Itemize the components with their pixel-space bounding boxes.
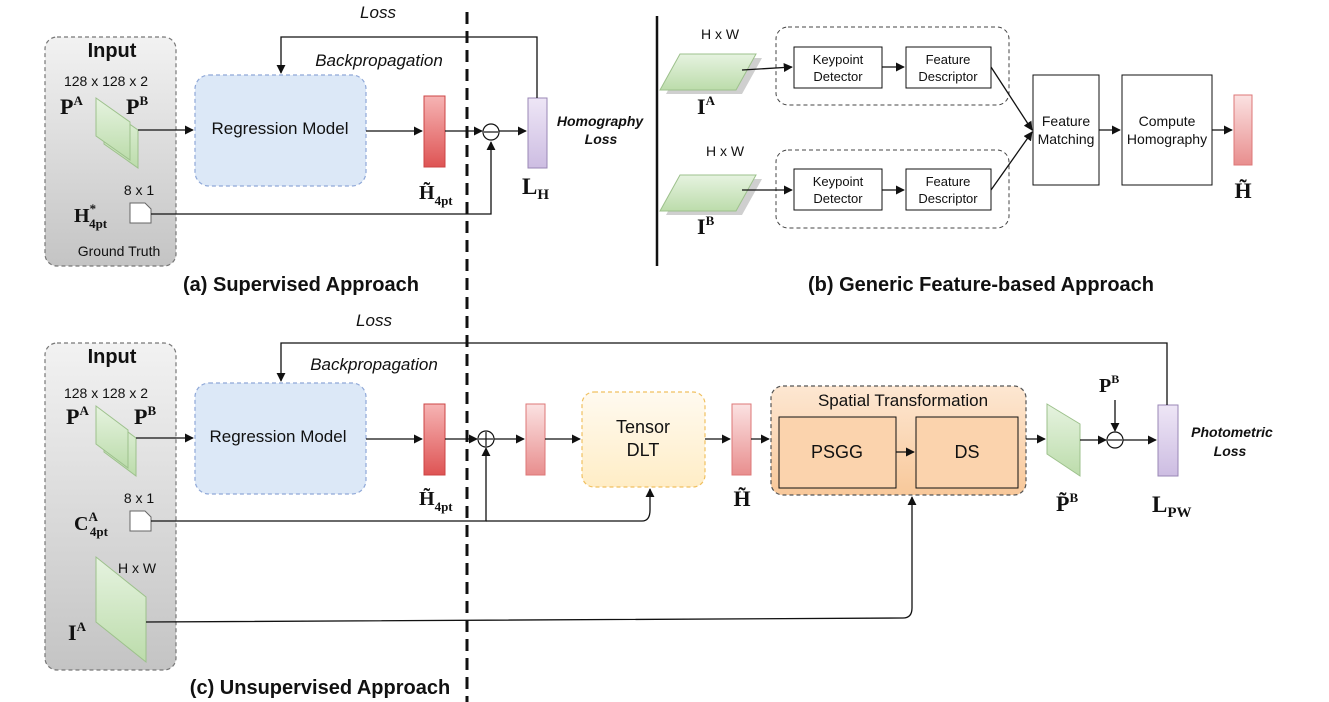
gt-doc-icon-a (129, 202, 152, 224)
image-dims-bottom-b: H x W (706, 143, 745, 159)
feature-group-bottom-b (775, 149, 1010, 229)
loss-symbol-c: LPW (1152, 492, 1192, 521)
input-title-a: Input (88, 40, 137, 62)
patch-front-a (95, 97, 131, 161)
pb-input-label-c: PB (1099, 372, 1119, 397)
patch-dims-c: 128 x 128 x 2 (64, 385, 148, 401)
descriptor-top-to-matching (990, 66, 1033, 131)
tensor-line1: Tensor (616, 417, 670, 437)
output-label-c: H̃4pt (419, 487, 453, 514)
compute-line1: Compute (1139, 113, 1196, 129)
keypoint-bottom-line1: Keypoint (813, 174, 864, 189)
image-dims-top-b: H x W (701, 26, 740, 42)
output-block-a (423, 95, 446, 168)
feature-descriptor-top-b (905, 46, 992, 89)
descriptor-top-line2: Descriptor (918, 69, 978, 84)
keypoint-bottom-line2: Detector (813, 191, 863, 206)
loss-label-a: Loss (360, 3, 396, 22)
output-block-c (423, 403, 446, 476)
feature-group-top-b (775, 26, 1010, 106)
matching-line2: Matching (1038, 131, 1095, 147)
tensor-line2: DLT (627, 440, 660, 460)
loss-symbol-a: LH (522, 174, 549, 203)
pa-label-a: PA (60, 93, 83, 119)
ds-box-c (915, 416, 1019, 489)
pb-label-c: PB (134, 403, 156, 429)
gt-dims-a: 8 x 1 (124, 182, 155, 198)
loss-name-a-2: Loss (585, 131, 618, 147)
descriptor-bottom-to-matching (990, 131, 1033, 191)
keypoint-detector-top-b (793, 46, 883, 89)
input-box-a (44, 36, 177, 267)
output-symbol-b: H̃ (1234, 178, 1251, 203)
loss-block-c (1157, 404, 1179, 477)
pa-label-c: PA (66, 403, 89, 429)
ia-label-c: IA (68, 619, 87, 645)
regression-label-c: Regression Model (209, 427, 346, 446)
image-to-spatial-c (145, 496, 917, 623)
loss-name-c-2: Loss (1214, 443, 1247, 459)
warped-label-c: P̃B (1056, 490, 1078, 516)
psgg-label-c: PSGG (811, 442, 863, 462)
image-a-c (95, 555, 147, 664)
keypoint-top-line2: Detector (813, 69, 863, 84)
ib-label-b: IB (697, 213, 715, 239)
loss-label-c: Loss (356, 311, 392, 330)
warped-patch-c (1046, 403, 1081, 477)
spatial-title-c: Spatial Transformation (818, 391, 988, 410)
caption-b: (b) Generic Feature-based Approach (808, 274, 1154, 296)
pb-label-a: PB (126, 93, 148, 119)
corner-to-tensor-c (486, 488, 655, 522)
h-block-c (731, 403, 752, 476)
panel-a-supervised: Input 128 x 128 x 2 PA PB 8 x 1 H*4pt Gr… (44, 3, 645, 267)
compute-line2: Homography (1127, 131, 1207, 147)
panel-b-feature-based: H x W IA H x W IB Keypoint Detector Feat… (655, 16, 1253, 266)
descriptor-top-line1: Feature (926, 52, 971, 67)
caption-a: (a) Supervised Approach (183, 274, 419, 296)
corner-dims-c: 8 x 1 (124, 490, 155, 506)
ia-label-b: IA (697, 93, 716, 119)
regression-label-a: Regression Model (211, 119, 348, 138)
image-b-b (659, 174, 757, 212)
tensor-dlt-c (581, 391, 706, 488)
feature-descriptor-bottom-b (905, 168, 992, 211)
image-a-b (659, 53, 757, 91)
gt-caption-a: Ground Truth (78, 243, 161, 259)
descriptor-bottom-line2: Descriptor (918, 191, 978, 206)
gt-to-subtract-a (151, 141, 496, 215)
image-a-to-keypoint (741, 62, 793, 73)
descriptor-bottom-line1: Feature (926, 174, 971, 189)
patch-dims-a: 128 x 128 x 2 (64, 73, 148, 89)
ds-label-c: DS (954, 442, 979, 462)
caption-c: (c) Unsupervised Approach (190, 677, 450, 699)
corner-doc-icon-c (129, 510, 152, 532)
backprop-label-c: Backpropagation (310, 355, 438, 374)
loss-name-a-1: Homography (557, 113, 645, 129)
loss-name-c-1: Photometric (1191, 424, 1273, 440)
output-label-a: H̃4pt (419, 181, 453, 208)
keypoint-top-line1: Keypoint (813, 52, 864, 67)
corners-b-block-c (525, 403, 546, 476)
backprop-path-c (276, 342, 1168, 405)
backprop-label-a: Backpropagation (315, 51, 443, 70)
backprop-path-a (276, 36, 538, 98)
patch-front-c (95, 405, 129, 469)
input-box-c (44, 342, 177, 671)
psgg-box-c (778, 416, 897, 489)
output-block-b (1233, 94, 1253, 166)
gt-label-a: H*4pt (74, 201, 108, 231)
feature-matching-b (1032, 74, 1100, 186)
loss-block-a (527, 97, 548, 169)
h-symbol-c: H̃ (733, 486, 750, 511)
keypoint-detector-bottom-b (793, 168, 883, 211)
input-title-c: Input (88, 346, 137, 368)
image-dims-c: H x W (118, 560, 157, 576)
compute-homography-b (1121, 74, 1213, 186)
matching-line1: Feature (1042, 113, 1090, 129)
